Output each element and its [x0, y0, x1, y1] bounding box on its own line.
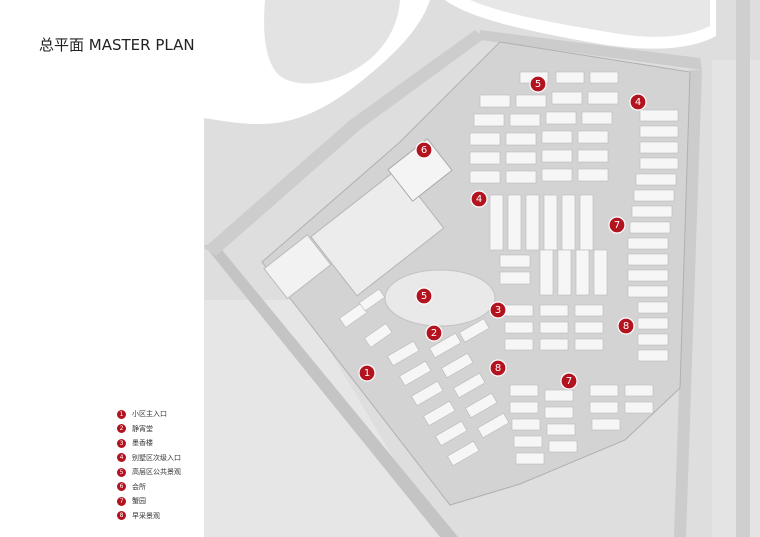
map-marker-5: 5 — [415, 287, 433, 305]
map-marker-8: 8 — [489, 359, 507, 377]
marker-circle — [617, 317, 635, 335]
marker-number: 5 — [421, 291, 427, 302]
map-marker-7: 7 — [560, 372, 578, 390]
legend-label: 蟹园 — [132, 497, 146, 506]
marker-number: 4 — [476, 194, 482, 205]
legend-label: 别墅区次级入口 — [132, 453, 181, 462]
legend-item: 1 小区主入口 — [117, 407, 181, 422]
road-east — [674, 70, 702, 537]
marker-circle — [415, 141, 433, 159]
legend-label: 小区主入口 — [132, 410, 167, 419]
river-edge — [470, 0, 710, 37]
map-marker-7: 7 — [608, 216, 626, 234]
main-road-diagonal — [204, 245, 458, 537]
legend: 1 小区主入口 2 静宵堂 3 墨香楼 4 别墅区次级入口 5 高层区公共景观 6 会所 7… — [117, 407, 181, 523]
highrise-rows-southwest — [339, 288, 510, 467]
marker-number: 5 — [535, 79, 541, 90]
legend-label: 高层区公共景观 — [132, 468, 181, 477]
marker-circle — [560, 372, 578, 390]
map-marker-1: 1 — [358, 364, 376, 382]
marker-circle — [489, 301, 507, 319]
sports-field — [310, 168, 445, 297]
marker-circle — [358, 364, 376, 382]
legend-label: 会所 — [132, 482, 146, 491]
legend-label: 墨香楼 — [132, 439, 153, 448]
villa-rows-east — [627, 109, 679, 362]
marker-number: 7 — [614, 220, 620, 231]
legend-item: 6 会所 — [117, 480, 181, 495]
map-marker-5: 5 — [529, 75, 547, 93]
legend-badge: 3 — [117, 438, 126, 448]
map-marker-3: 3 — [489, 301, 507, 319]
court-block — [263, 234, 332, 300]
villa-rows-south — [504, 304, 654, 465]
villa-rows-north — [469, 71, 619, 184]
road-northwest — [204, 30, 485, 256]
lake-inner — [264, 0, 400, 84]
map-marker-6: 6 — [415, 141, 433, 159]
map-marker-4: 4 — [629, 93, 647, 111]
marker-number: 3 — [495, 305, 501, 316]
field-area — [204, 300, 440, 537]
legend-badge: 1 — [117, 409, 126, 419]
legend-item: 8 早采景观 — [117, 509, 181, 524]
marker-number: 6 — [421, 145, 427, 156]
marker-number: 1 — [364, 368, 370, 379]
park-landscape — [384, 269, 496, 327]
marker-layer: 1 2 3 4 4 5 5 6 7 7 8 8 — [358, 75, 647, 390]
road-far-east — [736, 0, 750, 537]
legend-item: 4 别墅区次级入口 — [117, 451, 181, 466]
site-plan-map: 1 2 3 4 4 5 5 6 7 7 8 8 — [204, 0, 760, 537]
legend-badge: 2 — [117, 424, 126, 434]
road-north — [480, 30, 702, 70]
legend-item: 2 静宵堂 — [117, 422, 181, 437]
marker-circle — [489, 359, 507, 377]
marker-circle — [415, 287, 433, 305]
legend-item: 5 高层区公共景观 — [117, 465, 181, 480]
legend-badge: 4 — [117, 453, 126, 463]
marker-circle — [529, 75, 547, 93]
legend-badge: 6 — [117, 482, 126, 492]
legend-label: 早采景观 — [132, 511, 160, 520]
map-marker-4: 4 — [470, 190, 488, 208]
map-marker-8: 8 — [617, 317, 635, 335]
marker-number: 2 — [431, 328, 437, 339]
marker-circle — [470, 190, 488, 208]
marker-number: 7 — [566, 376, 572, 387]
map-marker-2: 2 — [425, 324, 443, 342]
legend-badge: 8 — [117, 511, 126, 521]
marker-circle — [629, 93, 647, 111]
legend-badge: 5 — [117, 467, 126, 477]
marker-circle — [425, 324, 443, 342]
marker-number: 8 — [495, 363, 501, 374]
clubhouse-block — [387, 138, 453, 202]
legend-item: 3 墨香楼 — [117, 436, 181, 451]
villa-columns-center — [489, 194, 608, 296]
marker-number: 4 — [635, 97, 641, 108]
page-title: 总平面 MASTER PLAN — [39, 36, 195, 54]
marker-number: 8 — [623, 321, 629, 332]
legend-item: 7 蟹园 — [117, 494, 181, 509]
legend-badge: 7 — [117, 496, 126, 506]
marker-circle — [608, 216, 626, 234]
legend-label: 静宵堂 — [132, 424, 153, 433]
